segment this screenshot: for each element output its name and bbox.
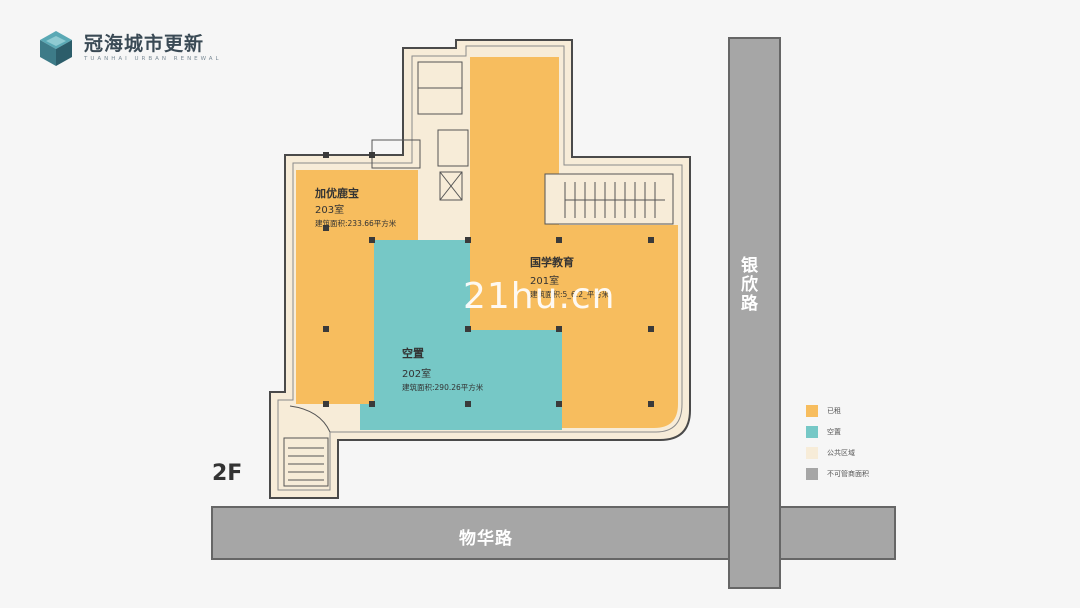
logo-cube-icon <box>40 31 72 66</box>
unit-203-tenant: 加优鹿宝 <box>314 186 359 200</box>
unit-203-area-text: 建筑面积:233.66平方米 <box>315 218 397 228</box>
watermark: 21hu.cn <box>463 276 616 317</box>
legend-label: 已租 <box>827 406 841 415</box>
road-horizontal-label: 物华路 <box>459 529 513 549</box>
legend-label: 公共区域 <box>827 448 855 457</box>
unit-202-area <box>360 240 562 430</box>
unit-201-number: 201室 <box>530 274 559 287</box>
road-horizontal <box>211 506 896 560</box>
legend-item-leased: 已租 <box>806 404 869 417</box>
unit-203-label: 加优鹿宝 203室 建筑面积:233.66平方米 <box>314 186 397 228</box>
unit-201-tenant: 国学教育 <box>530 255 574 269</box>
unit-202-label: 空置 202室 建筑面积:290.26平方米 <box>402 346 484 392</box>
unit-201-area <box>470 57 678 428</box>
legend-swatch <box>806 467 818 480</box>
brand-name: 冠海城市更新 <box>84 33 205 55</box>
road-vertical <box>728 37 781 589</box>
map-legend: 已租 空置 公共区域 不可管商面积 <box>806 404 869 488</box>
legend-swatch <box>806 425 818 438</box>
legend-swatch <box>806 446 818 459</box>
legend-swatch <box>806 404 818 417</box>
unit-201-area-text: 建筑面积:5_6.2_平方米 <box>530 289 610 299</box>
stair-bottom-left <box>283 405 331 487</box>
stair-top-right <box>544 173 674 225</box>
legend-label: 空置 <box>827 427 841 436</box>
unit-202-area-text: 建筑面积:290.26平方米 <box>402 382 484 392</box>
unit-202-tenant: 空置 <box>402 346 424 360</box>
road-vertical-label: 银欣路 <box>737 256 757 313</box>
structural-columns <box>323 152 654 407</box>
building-inner-wall <box>277 45 683 491</box>
brand-logo: 冠海城市更新 TUANHAI URBAN RENEWAL <box>36 28 222 68</box>
legend-item-unmanaged: 不可管商面积 <box>806 467 869 480</box>
legend-item-public: 公共区域 <box>806 446 869 459</box>
legend-item-vacant: 空置 <box>806 425 869 438</box>
legend-label: 不可管商面积 <box>827 469 869 478</box>
floor-level-label: 2F <box>212 461 243 486</box>
unit-201-label: 国学教育 201室 建筑面积:5_6.2_平方米 <box>530 255 610 299</box>
unit-202-number: 202室 <box>402 367 431 380</box>
brand-subtitle: TUANHAI URBAN RENEWAL <box>84 56 222 62</box>
unit-203-number: 203室 <box>315 203 344 216</box>
